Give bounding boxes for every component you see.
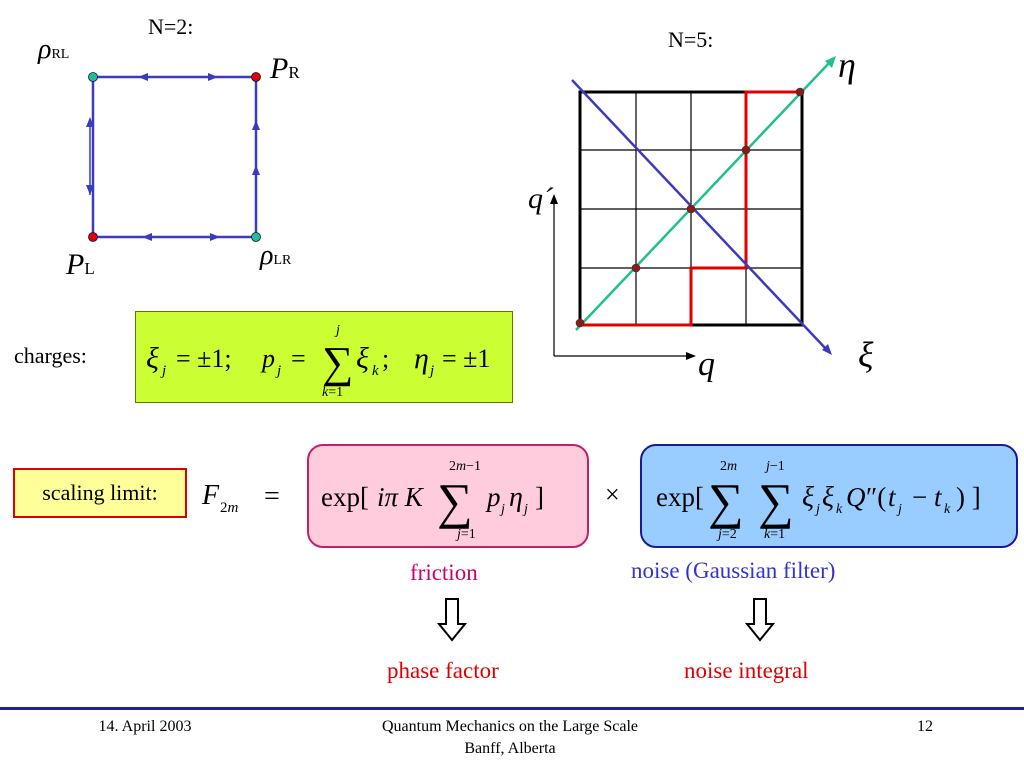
svg-text:j: j bbox=[814, 502, 820, 517]
p-l-label: PL bbox=[66, 248, 95, 281]
svg-text:j: j bbox=[160, 363, 166, 379]
down-arrow-icon bbox=[437, 598, 467, 642]
svg-text:=: = bbox=[264, 481, 280, 512]
charges-label: charges: bbox=[14, 343, 87, 368]
svg-text:exp[: exp[ bbox=[656, 482, 704, 512]
svg-text:∑: ∑ bbox=[758, 473, 794, 529]
svg-text:j: j bbox=[275, 363, 281, 379]
times-symbol: × bbox=[605, 480, 620, 509]
svg-text:exp[: exp[ bbox=[321, 482, 369, 512]
svg-text:ξ: ξ bbox=[146, 342, 159, 375]
friction-formula: exp[ iπ K ∑ 2m−1 j=1 p j η j ] bbox=[321, 459, 544, 542]
n2-square-diagram bbox=[86, 72, 261, 242]
svg-text:j=1: j=1 bbox=[455, 527, 476, 542]
svg-text:F: F bbox=[201, 480, 220, 511]
svg-text:t: t bbox=[888, 482, 897, 512]
xi-axis-label: ξ bbox=[858, 335, 874, 375]
svg-text:= ±1;: = ±1; bbox=[176, 344, 232, 373]
svg-text:2m: 2m bbox=[220, 500, 239, 516]
q-prime-axis-label: q´ bbox=[528, 182, 553, 215]
svg-text:p: p bbox=[485, 482, 501, 512]
charges-formula: ξ j = ±1; p j = ∑ j k=1 ξ k ; η j = ±1 bbox=[146, 323, 490, 400]
svg-text:p: p bbox=[260, 344, 275, 373]
svg-text:ξ: ξ bbox=[822, 482, 834, 513]
svg-text:×: × bbox=[605, 480, 620, 509]
noise-integral-label: noise integral bbox=[684, 658, 809, 683]
scaling-limit-box: scaling limit: bbox=[13, 468, 187, 518]
svg-text:2m: 2m bbox=[720, 459, 737, 474]
svg-text:j: j bbox=[522, 502, 528, 517]
svg-text:j: j bbox=[334, 323, 340, 338]
svg-text:t: t bbox=[934, 482, 943, 512]
noise-formula: exp[ ∑ 2m j=2 ∑ j−1 k=1 ξ j ξ k Q ″( t j… bbox=[656, 459, 981, 542]
n5-title: N=5: bbox=[668, 27, 714, 52]
svg-text:k: k bbox=[836, 502, 843, 517]
svg-text:j: j bbox=[896, 502, 902, 517]
svg-text:2m−1: 2m−1 bbox=[449, 459, 481, 474]
footer-date: 14. April 2003 bbox=[98, 718, 192, 735]
svg-text:η: η bbox=[509, 482, 523, 513]
svg-text:−: − bbox=[912, 482, 927, 512]
svg-text:j: j bbox=[499, 502, 505, 517]
f2m-symbol: F 2m = bbox=[201, 480, 280, 516]
svg-text:=: = bbox=[291, 344, 306, 373]
footer-divider bbox=[0, 707, 1024, 710]
svg-text:j=2: j=2 bbox=[716, 527, 737, 542]
rho-lr-label: ρLR bbox=[260, 240, 292, 271]
svg-text:∑: ∑ bbox=[708, 473, 744, 529]
n5-grid-diagram bbox=[550, 56, 836, 360]
footer-page-number: 12 bbox=[917, 718, 933, 735]
svg-text:∑: ∑ bbox=[437, 473, 473, 529]
friction-label: friction bbox=[410, 560, 478, 585]
svg-text:∑: ∑ bbox=[322, 338, 353, 387]
footer-title-line2: Banff, Alberta bbox=[464, 740, 556, 757]
svg-text:k=1: k=1 bbox=[322, 385, 343, 400]
svg-text:iπ K: iπ K bbox=[377, 482, 425, 512]
phase-factor-label: phase factor bbox=[387, 658, 499, 683]
charges-formula-box: ξ j = ±1; p j = ∑ j k=1 ξ k ; η j = ±1 bbox=[135, 311, 513, 403]
svg-text:k=1: k=1 bbox=[764, 527, 785, 542]
n2-title: N=2: bbox=[148, 14, 194, 39]
q-axis-label: q bbox=[698, 346, 715, 383]
svg-text:j: j bbox=[428, 363, 434, 379]
eta-axis-label: η bbox=[838, 45, 856, 85]
svg-text:j−1: j−1 bbox=[764, 459, 785, 474]
svg-text:η: η bbox=[414, 342, 429, 375]
svg-text:k: k bbox=[372, 363, 379, 379]
svg-text:ξ: ξ bbox=[802, 482, 814, 513]
noise-label: noise (Gaussian filter) bbox=[631, 558, 836, 583]
svg-text:;: ; bbox=[382, 344, 389, 373]
footer-title-line1: Quantum Mechanics on the Large Scale bbox=[381, 718, 639, 735]
down-arrow-icon bbox=[745, 598, 775, 642]
svg-text:k: k bbox=[944, 502, 951, 517]
noise-formula-box: exp[ ∑ 2m j=2 ∑ j−1 k=1 ξ j ξ k Q ″( t j… bbox=[640, 444, 1018, 548]
friction-formula-box: exp[ iπ K ∑ 2m−1 j=1 p j η j ] bbox=[307, 444, 589, 548]
scaling-limit-label: scaling limit: bbox=[42, 480, 158, 505]
p-r-label: PR bbox=[270, 52, 300, 85]
svg-text:) ]: ) ] bbox=[956, 482, 981, 512]
svg-text:]: ] bbox=[535, 482, 544, 512]
rho-rl-label: ρRL bbox=[38, 34, 70, 65]
svg-text:Q: Q bbox=[846, 482, 866, 512]
svg-text:ξ: ξ bbox=[356, 342, 369, 375]
svg-text:= ±1: = ±1 bbox=[442, 344, 490, 373]
svg-text:″(: ″( bbox=[866, 482, 886, 512]
